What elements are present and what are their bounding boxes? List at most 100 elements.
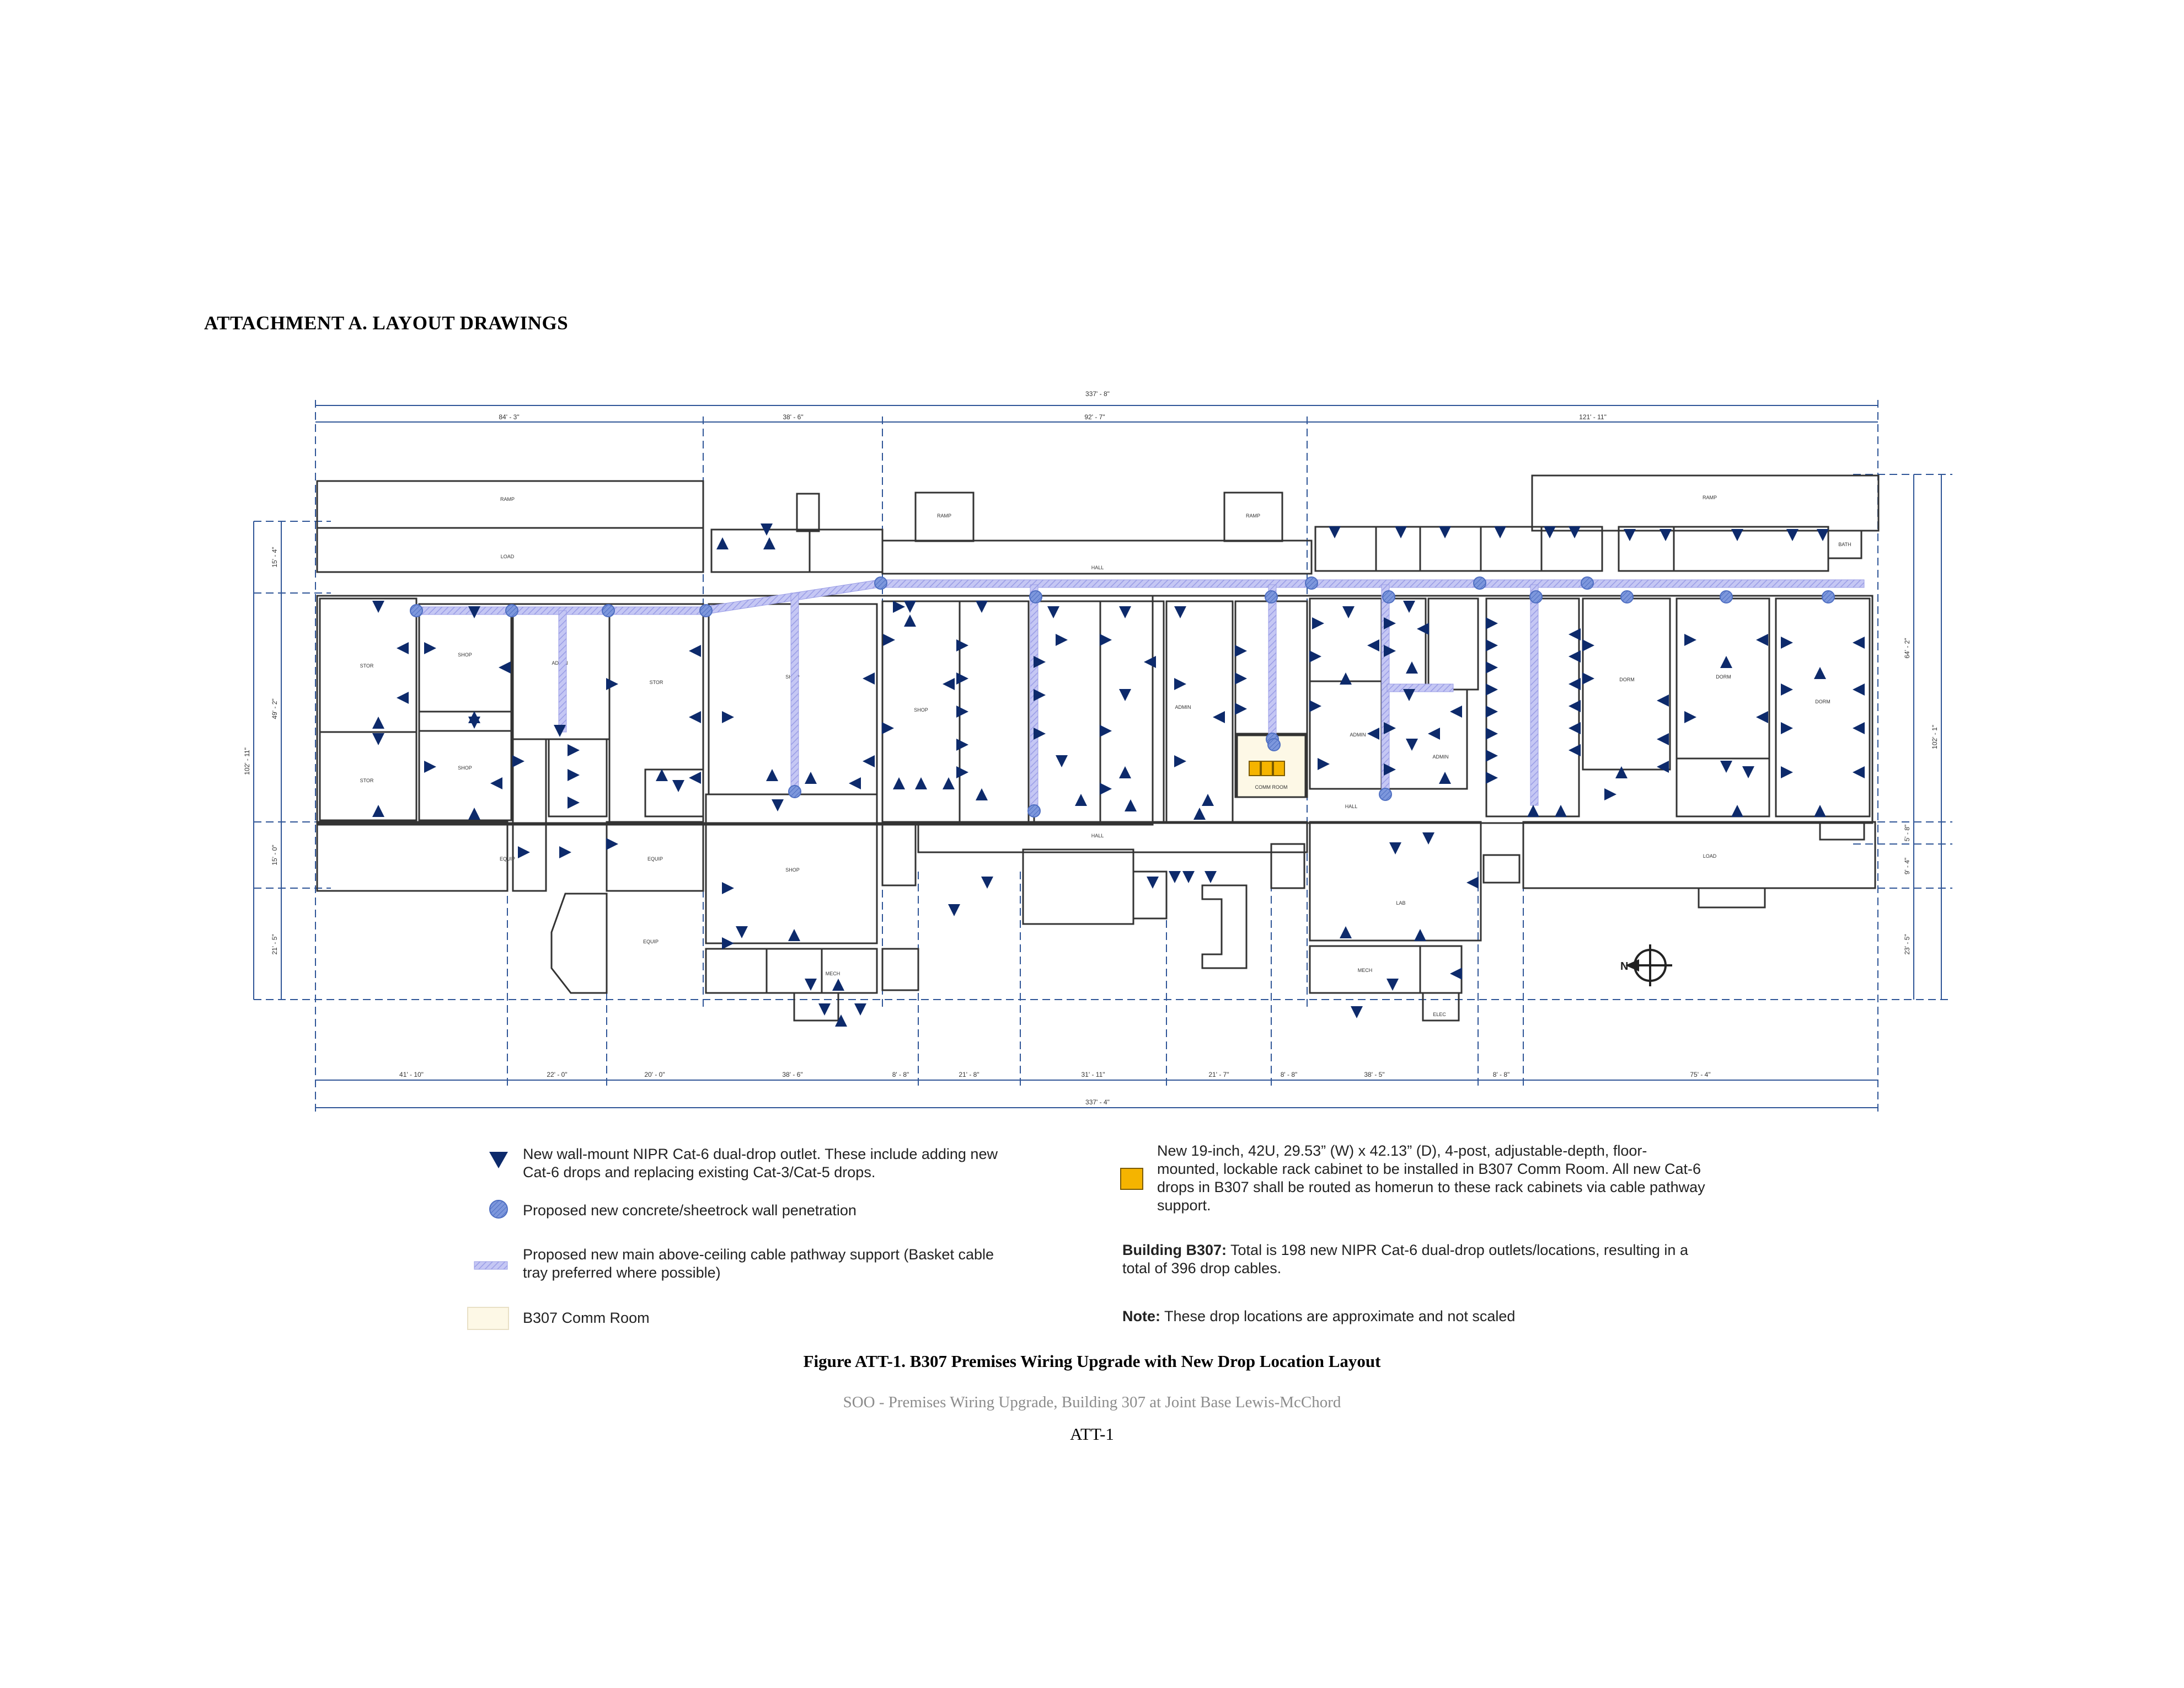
outlet-marker [1034,656,1046,668]
outlets [372,524,1865,1027]
room-label-hall: HALL [1091,833,1104,838]
room-label-admin: ADMIN [1175,704,1191,710]
outlet-marker [490,777,502,789]
outlet-marker [1340,672,1352,685]
wall-penetration-marker [699,604,713,617]
wall-penetration-marker [1620,590,1634,603]
outlet-marker [1582,639,1594,651]
room-label-mech: MECH [826,971,841,976]
outlet-marker [518,846,530,858]
outlet-marker [1428,728,1440,740]
outlet-marker [1144,656,1156,668]
outlet-marker [1384,722,1396,734]
wall-penetration-marker [1529,590,1543,603]
outlet-marker [554,725,566,737]
outlet-marker [1351,1006,1363,1018]
outlet-marker [943,678,955,690]
room-label-admin: ADMIN [1350,732,1366,738]
room-label-shop: SHOP [458,652,472,658]
page-heading: ATTACHMENT A. LAYOUT DRAWINGS [204,312,569,334]
outlet-marker [1720,761,1732,773]
outlet-marker [956,639,968,651]
outlet-marker [1486,683,1498,696]
outlet-marker [1486,617,1498,629]
outlet-marker [1486,750,1498,762]
outlet-marker [1387,979,1399,991]
outlet-marker [1781,766,1793,778]
outlet-marker [893,777,905,789]
outlet-marker [1781,637,1793,649]
outlet-marker [1342,606,1355,618]
outlet-marker [736,926,748,938]
outlet-marker [722,937,734,949]
outlet-marker [568,744,580,756]
outlet-marker [883,634,895,646]
wall-penetration-marker [505,604,518,617]
outlet-marker [1486,772,1498,784]
outlet-marker [1340,926,1352,938]
outlet-marker [832,979,844,991]
room-label-mech: MECH [1358,968,1373,973]
room-label-hall: HALL [1345,804,1358,809]
wall-penetration-marker [602,604,615,617]
outlet-marker [1100,634,1112,646]
outlet-marker [1582,672,1594,685]
wall-penetration-marker [1379,788,1392,801]
outlet-marker [656,769,668,781]
outlet-marker [1309,650,1321,663]
outlet-marker [499,661,511,674]
dimension-lines [253,400,1952,1114]
dim-left-seg-4: 21' - 5" [271,934,279,954]
legend-building-summary: Building B307: Total is 198 new NIPR Cat… [1122,1241,1707,1278]
note-label: Note: [1122,1308,1160,1324]
room-label-equip: EQUIP [500,856,515,862]
outlet-marker [761,524,773,536]
outlet-marker [1814,805,1826,817]
room-label-admin: ADMIN [1433,754,1449,760]
dim-bottom-seg-8: 21' - 7" [1208,1071,1229,1078]
north-arrow [1625,944,1672,986]
outlet-marker [1817,529,1829,541]
dim-left-seg-3: 15' - 0" [271,845,279,865]
outlet-marker [1119,689,1131,701]
outlet-marker [805,772,817,784]
outlet-marker [893,601,905,613]
dim-bottom-seg-11: 8' - 8" [1493,1071,1510,1078]
room-label-stor: STOR [360,778,374,783]
outlet-marker [1395,526,1407,538]
outlet-marker [1034,689,1046,701]
room-label-load: LOAD [501,554,515,559]
dim-right-seg-1: 64' - 2" [1903,638,1911,658]
outlet-marker [1486,661,1498,674]
outlet-marker [1147,877,1159,889]
outlet-marker [1657,761,1669,773]
outlet-marker [805,979,817,991]
outlet-marker [1318,758,1330,770]
outlet-marker [976,601,988,613]
wall-penetration-marker [1027,804,1041,818]
room-label-equip: EQUIP [643,939,659,944]
outlet-marker [1119,766,1131,778]
outlet-marker [1403,601,1415,613]
dim-bottom-seg-5: 8' - 8" [892,1071,909,1078]
legend-penetration-icon [489,1200,508,1219]
outlet-marker [1367,639,1379,651]
outlet-marker [1756,711,1768,723]
room-label-dorm: DORM [1716,674,1731,680]
wall-penetration-marker [1822,590,1835,603]
room-label-ramp: RAMP [1246,513,1260,519]
outlet-marker [672,780,684,792]
dim-top-seg-3: 92' - 7" [1084,413,1105,421]
legend-pathway-icon [474,1261,508,1270]
outlet-marker [1660,529,1672,541]
building-summary-text: Total is 198 new NIPR Cat-6 dual-drop ou… [1122,1242,1688,1276]
legend-note: Note: These drop locations are approxima… [1122,1307,1707,1326]
outlet-marker [1569,700,1581,712]
outlet-marker [1604,788,1616,800]
outlet-marker [722,882,734,894]
outlet-marker [1047,606,1059,618]
outlet-marker [468,717,480,729]
note-text: These drop locations are approximate and… [1164,1308,1516,1324]
wall-penetration-marker [788,785,801,798]
outlet-marker [689,772,701,784]
